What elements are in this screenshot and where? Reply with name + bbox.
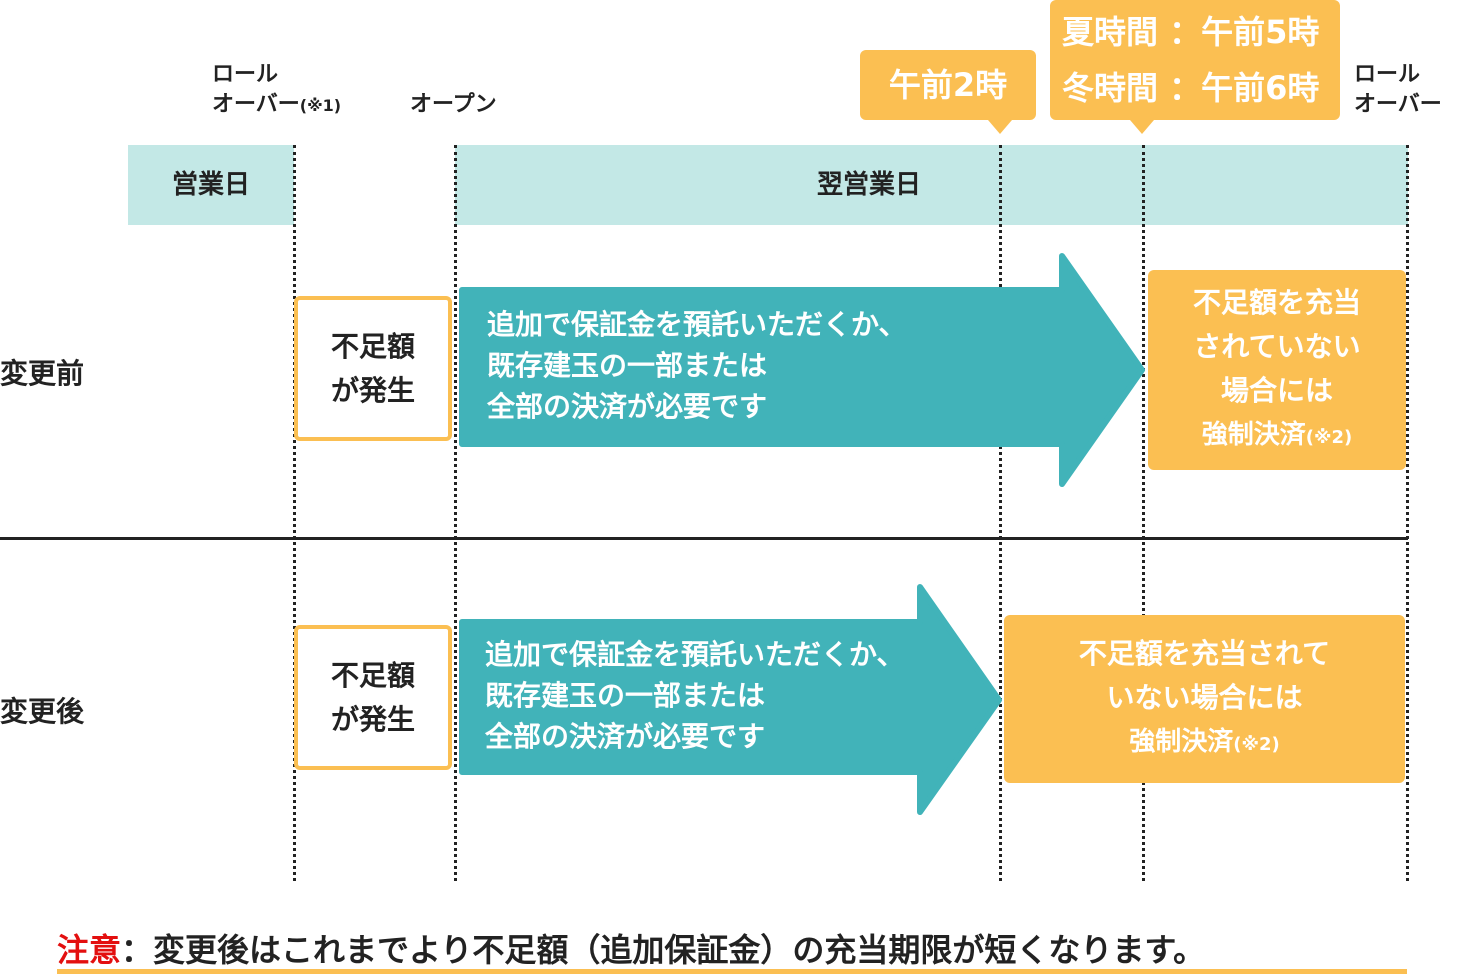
before-occurs-line2: が発生 [330,373,415,407]
am5-6-line [1142,145,1145,881]
next-business-day-label: 翌営業日 [817,170,922,200]
after-occurs-line2: が発生 [330,702,415,736]
before-arrow-text: 追加で保証金を預託いただくか、 既存建玉の一部または 全部の決済が必要です [487,304,906,427]
after-occurs-box: 不足額 が発生 [294,625,452,770]
before-result-line3: 場合には [1220,373,1333,407]
callout-am2: 午前2時 [860,50,1036,134]
before-result-note: (※2) [1305,426,1353,448]
row-divider [0,537,1408,540]
after-result-note: (※2) [1233,733,1280,755]
rollover-left-line2: オーバー [212,92,300,117]
before-result-line2: されていない [1193,329,1361,363]
am2-line [999,145,1002,881]
after-arrow [459,584,1002,815]
before-arrow-line3: 全部の決済が必要です [487,390,768,423]
rollover-left-note: (※1) [299,96,342,115]
after-result-line3: 強制決済 [1129,726,1234,757]
callout-summer-text: 夏時間 ：午前5時 [1062,13,1320,51]
note-prefix: 注意 [57,931,122,969]
after-arrow-text: 追加で保証金を預託いただくか、 既存建玉の一部または 全部の決済が必要です [485,634,904,757]
before-result-box: 不足額を充当 されていない 場合には 強制決済(※2) [1148,270,1406,470]
before-occurs-box: 不足額 が発生 [294,296,452,441]
before-arrow-line1: 追加で保証金を預託いただくか、 [487,308,907,341]
before-arrow-line2: 既存建玉の一部または [487,349,768,382]
before-occurs-line1: 不足額 [330,329,415,363]
before-row-label: 変更前 [0,357,85,390]
callout-am2-tail [988,120,1012,134]
rollover-right-line [1406,145,1409,881]
before-result-line4: 強制決済 [1201,419,1306,450]
next-business-day-band: 翌営業日 [455,145,1408,225]
rollover-left-label: ロール オーバー(※1) [212,60,341,121]
open-line [454,145,457,881]
callout-winter-text: 冬時間 ：午前6時 [1062,69,1320,107]
rollover-left-line [293,145,296,881]
after-arrow-line2: 既存建玉の一部または [485,679,766,712]
rollover-right-label: ロール オーバー [1354,60,1442,120]
after-result-box: 不足額を充当されて いない場合には 強制決済(※2) [1004,615,1405,783]
rollover-left-line1: ロール [212,62,279,87]
after-arrow-line1: 追加で保証金を預託いただくか、 [485,638,905,671]
rollover-right-line1: ロール [1354,62,1421,87]
open-label: オープン [410,92,497,117]
after-result-line1: 不足額を充当されて [1078,636,1331,670]
note-underline [57,969,1407,974]
business-day-band: 営業日 [128,145,294,225]
before-result-line1: 不足額を充当 [1192,285,1361,319]
after-arrow-line3: 全部の決済が必要です [485,720,766,753]
callout-am2-text: 午前2時 [888,66,1008,104]
rollover-right-line2: オーバー [1354,92,1442,117]
business-day-label: 営業日 [171,170,250,200]
callout-summer-winter-tail [1130,120,1154,134]
after-result-line2: いない場合には [1106,680,1303,714]
before-arrow [459,253,1145,487]
after-row-label: 変更後 [0,695,85,728]
note-text: ：変更後はこれまでより不足額（追加保証金）の充当期限が短くなります。 [121,931,1206,969]
after-occurs-line1: 不足額 [330,658,415,692]
note: 注意：変更後はこれまでより不足額（追加保証金）の充当期限が短くなります。 [57,925,1205,971]
callout-summer-winter: 夏時間 ：午前5時 冬時間 ：午前6時 [1050,0,1340,134]
